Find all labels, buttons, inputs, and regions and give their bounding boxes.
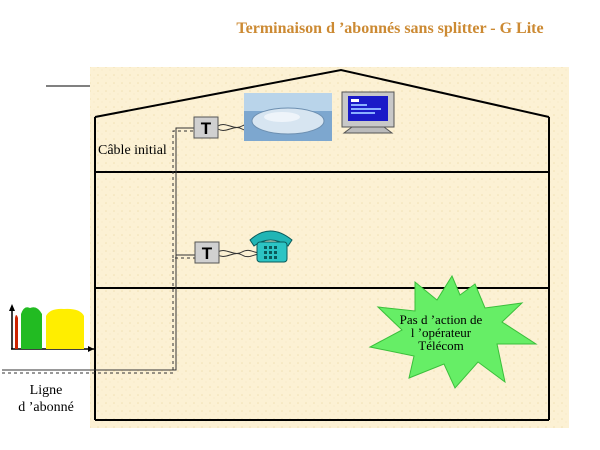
frequency-spectrum-icon [9, 304, 94, 352]
subscriber-line-label: Ligne d ’abonné [6, 382, 86, 416]
computer-icon [341, 91, 395, 134]
middle-phone-jack: T [194, 241, 220, 264]
starburst-callout [368, 274, 538, 389]
jack-t-icon: T [202, 244, 213, 263]
upper-phone-jack: T [193, 116, 219, 139]
burst-text: Pas d ’action de l ’opérateur Télécom [378, 313, 504, 352]
burst-text-line3: Télécom [418, 338, 464, 353]
slide-title: Terminaison d ’abonnés sans splitter - G… [236, 20, 544, 37]
subscriber-line-label-2: d ’abonné [18, 400, 74, 415]
burst-text-line2: l ’opérateur [410, 325, 472, 340]
subscriber-line-label-1: Ligne [29, 383, 63, 398]
initial-cable-label: Câble initial [98, 143, 167, 158]
adsl-modem-icon [244, 93, 332, 141]
jack-t-icon: T [201, 119, 212, 138]
burst-text-line1: Pas d ’action de [399, 312, 483, 327]
house-roof [94, 68, 550, 118]
telephone-icon [249, 230, 293, 263]
